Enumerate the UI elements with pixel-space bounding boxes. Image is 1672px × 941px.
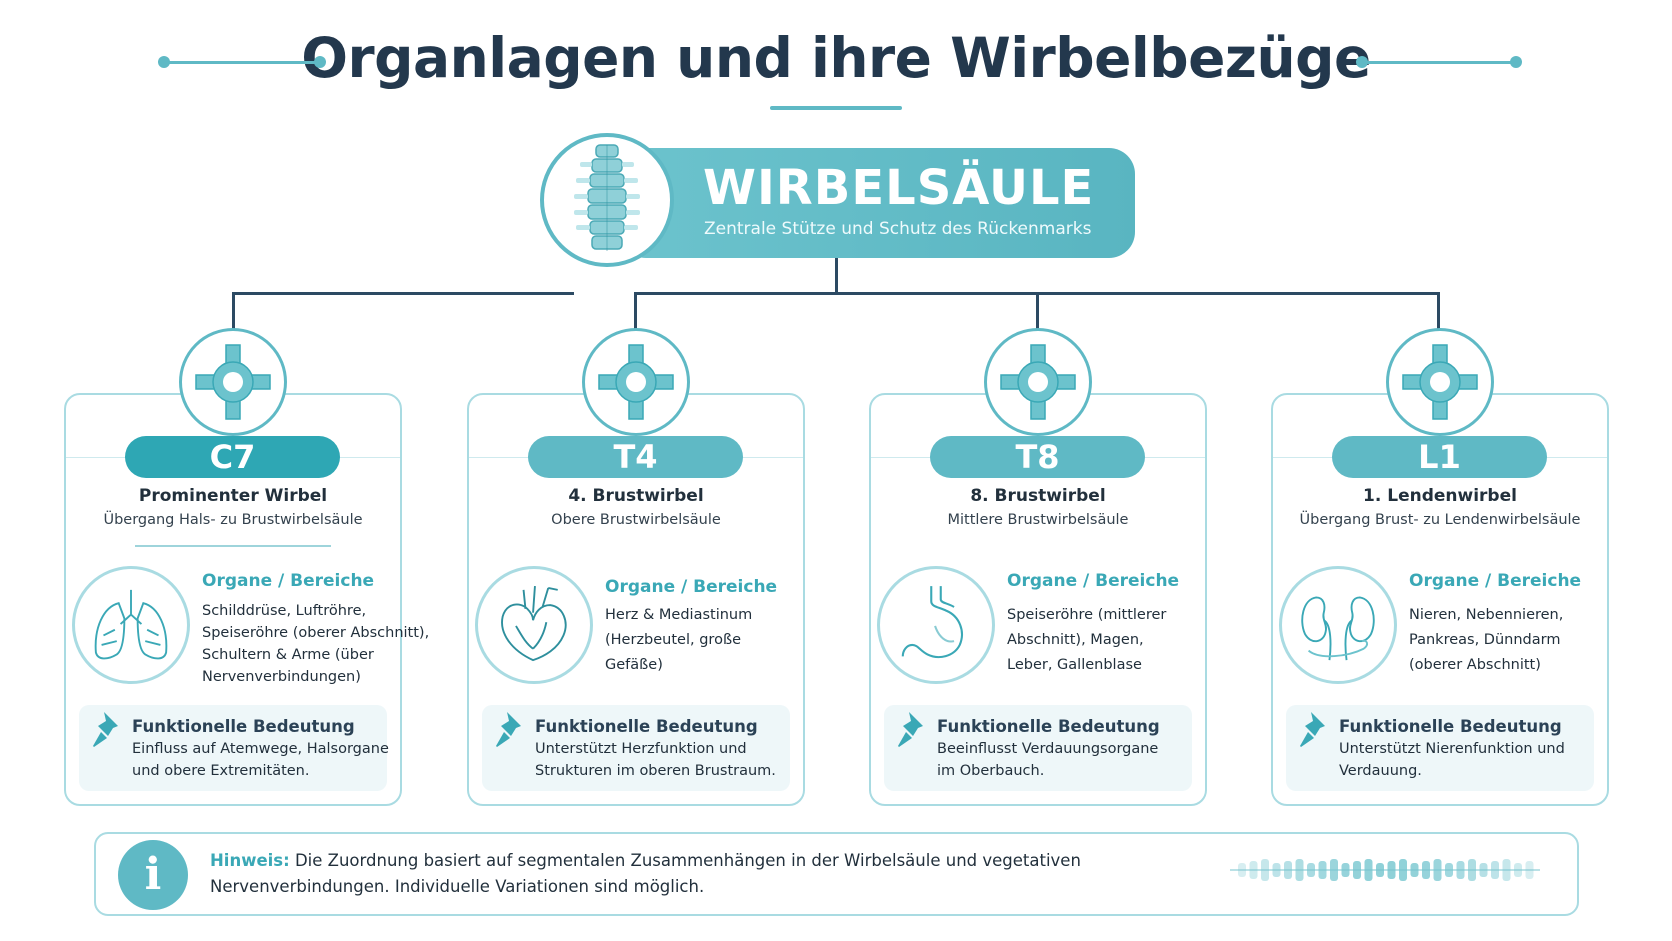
card-separator xyxy=(135,545,331,547)
spine-title: WIRBELSÄULE xyxy=(703,160,1095,216)
vertebra-icon-circle xyxy=(1386,328,1494,436)
vertebra-name: Prominenter Wirbel xyxy=(138,486,328,506)
function-heading: Funktionelle Bedeutung xyxy=(1339,717,1562,736)
vertebra-label: T4 xyxy=(528,436,743,478)
note-text: Hinweis: Die Zuordnung basiert auf segme… xyxy=(210,848,1210,900)
vertebra-name: 4. Brustwirbel xyxy=(568,486,704,506)
organ-icon-circle xyxy=(877,566,995,684)
page-title: Organlagen und ihre Wirbelbezüge xyxy=(301,26,1371,90)
vertebra-icon xyxy=(1402,344,1478,420)
vertebra-icon-circle xyxy=(582,328,690,436)
note-body: Die Zuordnung basiert auf segmentalen Zu… xyxy=(210,851,1081,896)
spine-decor-icon xyxy=(1230,859,1540,881)
pushpin-icon xyxy=(898,712,923,747)
function-box xyxy=(884,705,1192,791)
title-decor-line-left xyxy=(166,61,320,64)
vertebra-icon xyxy=(1000,344,1076,420)
stomach-icon xyxy=(901,586,963,658)
vertebra-icon-circle xyxy=(984,328,1092,436)
function-heading: Funktionelle Bedeutung xyxy=(132,717,355,736)
function-text: Unterstützt Nierenfunktion und Verdauung… xyxy=(1339,741,1565,779)
title-decor-dot-right xyxy=(1510,56,1522,68)
connector-branch-left xyxy=(232,292,574,295)
function-heading: Funktionelle Bedeutung xyxy=(937,717,1160,736)
vertebra-name: 1. Lendenwirbel xyxy=(1363,486,1517,506)
vertebra-icon xyxy=(598,344,674,420)
organs-heading: Organe / Bereiche xyxy=(1409,571,1582,591)
spine-subtitle: Zentrale Stütze und Schutz des Rückenmar… xyxy=(704,219,1092,239)
vertebra-icon xyxy=(195,344,271,420)
spine-banner xyxy=(620,148,1135,258)
connector-drop-t8 xyxy=(1036,292,1039,330)
title-decor-dot-left-inner xyxy=(314,56,326,68)
title-decor-dot-left xyxy=(158,56,170,68)
lungs-icon xyxy=(94,589,168,660)
spine-icon-circle xyxy=(540,133,674,267)
organs-heading: Organe / Bereiche xyxy=(605,577,778,597)
vertebra-icon-circle xyxy=(179,328,287,436)
pushpin-icon xyxy=(1300,712,1325,747)
vertebra-label: T8 xyxy=(930,436,1145,478)
info-icon: i xyxy=(118,840,188,910)
organs-text: Herz & Mediastinum (Herzbeutel, große Ge… xyxy=(605,607,753,673)
title-underline xyxy=(770,106,902,110)
vertebra-description: Übergang Brust- zu Lendenwirbelsäule xyxy=(1299,512,1581,528)
organ-icon-circle xyxy=(475,566,593,684)
kidneys-icon xyxy=(1301,596,1375,661)
spine-icon xyxy=(574,144,640,251)
organs-text: Schilddrüse, Luftröhre, Speiseröhre (obe… xyxy=(202,603,430,685)
connector-drop-t4 xyxy=(634,292,637,330)
function-box xyxy=(79,705,387,791)
title-decor-line-right xyxy=(1362,61,1516,64)
connector-drop-l1 xyxy=(1437,292,1440,330)
connector-drop-c7 xyxy=(232,292,235,330)
function-box xyxy=(1286,705,1594,791)
function-text: Beeinflusst Verdauungsorgane im Oberbauc… xyxy=(937,741,1159,779)
connector-trunk xyxy=(835,258,838,294)
function-box xyxy=(482,705,790,791)
vertebra-description: Obere Brustwirbelsäule xyxy=(551,512,721,528)
note-label: Hinweis: xyxy=(210,851,290,870)
organs-text: Nieren, Nebennieren, Pankreas, Dünndarm … xyxy=(1409,607,1564,673)
organs-text: Speiseröhre (mittlerer Abschnitt), Magen… xyxy=(1007,607,1167,673)
organs-heading: Organe / Bereiche xyxy=(1007,571,1180,591)
vertebra-name: 8. Brustwirbel xyxy=(970,486,1106,506)
function-text: Unterstützt Herzfunktion und Strukturen … xyxy=(535,741,776,779)
vertebra-description: Übergang Hals- zu Brustwirbelsäule xyxy=(103,512,363,528)
function-heading: Funktionelle Bedeutung xyxy=(535,717,758,736)
vertebra-label: L1 xyxy=(1332,436,1547,478)
pushpin-icon xyxy=(496,712,521,747)
vertebra-description: Mittlere Brustwirbelsäule xyxy=(947,512,1129,528)
organ-icon-circle xyxy=(1279,566,1397,684)
function-text: Einfluss auf Atemwege, Halsorgane und ob… xyxy=(132,741,389,779)
vertebra-label: C7 xyxy=(125,436,340,478)
heart-icon xyxy=(501,586,567,662)
organ-icon-circle xyxy=(72,566,190,684)
pushpin-icon xyxy=(93,712,118,747)
organs-heading: Organe / Bereiche xyxy=(202,571,375,591)
